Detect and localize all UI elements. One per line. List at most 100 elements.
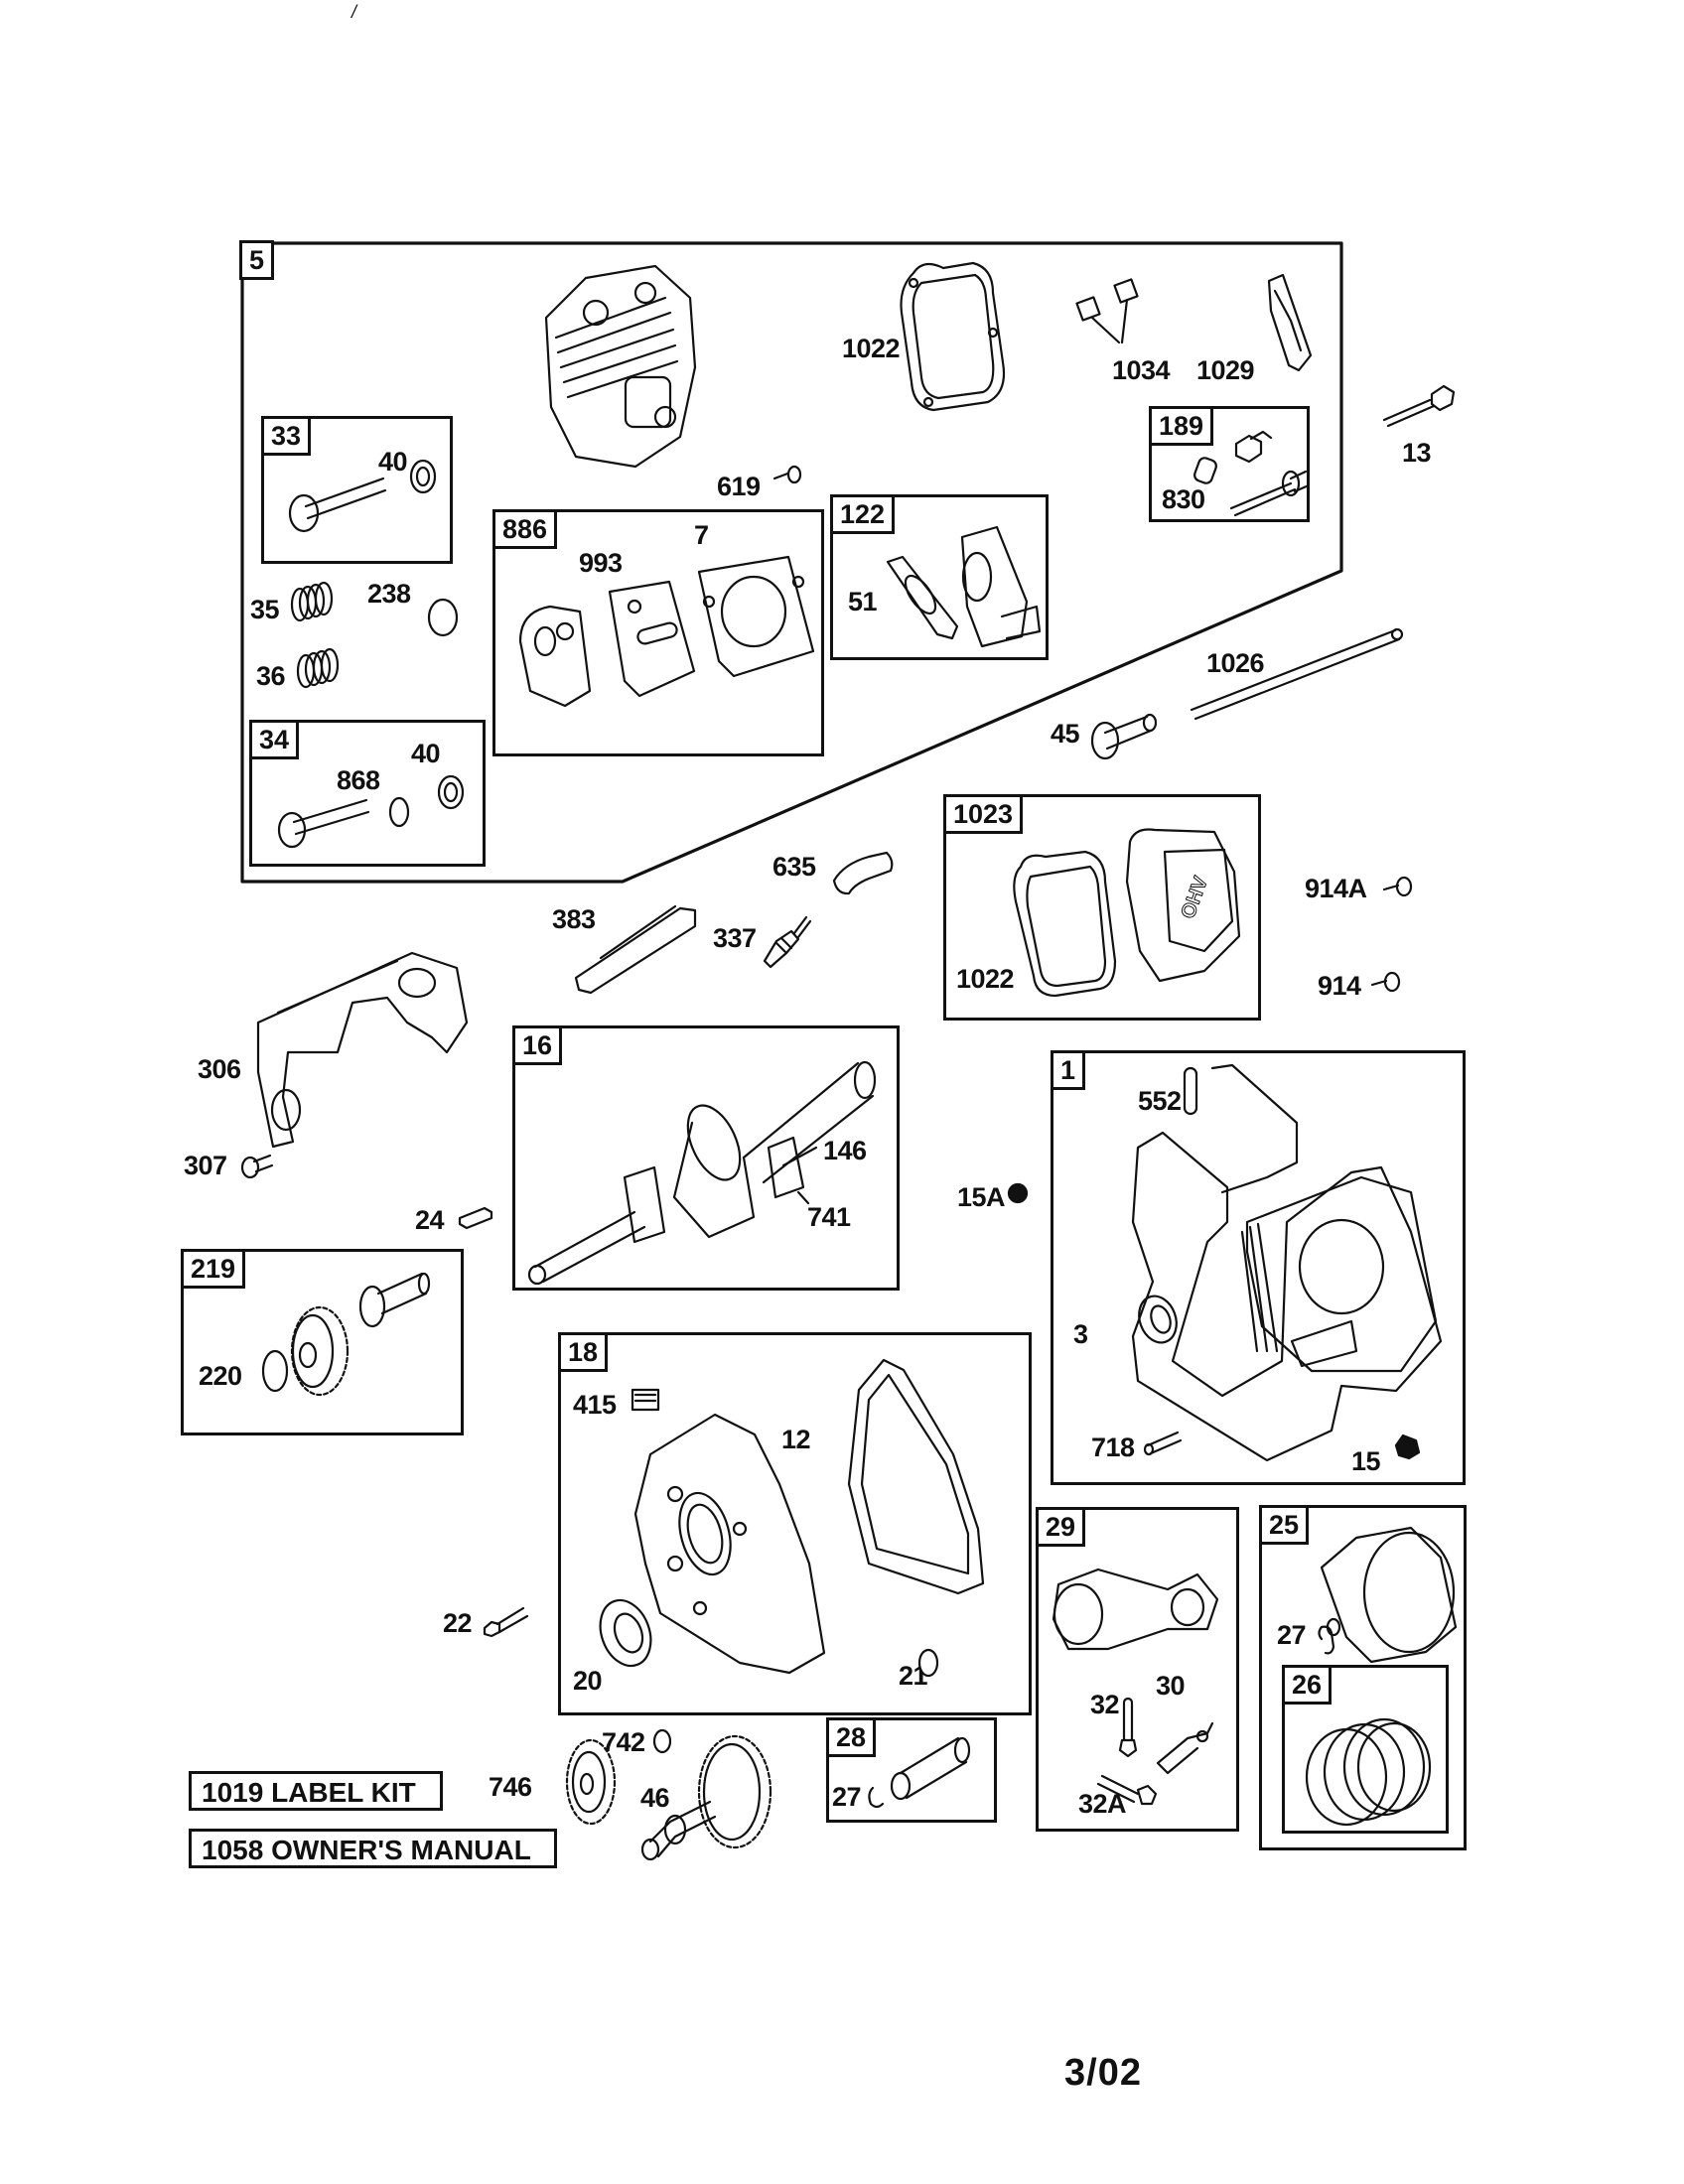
screw-914A-icon: [1382, 876, 1413, 897]
assembly-box-28: 28 27: [826, 1717, 997, 1823]
crank-key-icon: [458, 1206, 493, 1230]
assembly-tag-34: 34: [249, 720, 300, 759]
rocker-arm-icon: [1267, 273, 1313, 372]
exhaust-valve-icon: [277, 774, 465, 849]
part-label-45: 45: [1051, 719, 1080, 749]
label-kit-text: 1019 LABEL KIT: [202, 1777, 416, 1808]
assembly-tag-16: 16: [512, 1025, 563, 1065]
camshaft-icon: [640, 1734, 772, 1861]
assembly-box-1: 1 552 3 718 15: [1051, 1050, 1466, 1485]
part-label-27-piston: 27: [1277, 1620, 1307, 1650]
screw-22-icon: [483, 1606, 529, 1638]
assembly-tag-189: 189: [1149, 406, 1214, 446]
part-label-635: 635: [772, 852, 816, 882]
assembly-box-29: 29 32 30 32A: [1036, 1507, 1239, 1832]
part-label-3: 3: [1073, 1319, 1088, 1349]
part-label-220: 220: [199, 1361, 242, 1391]
crankcase-cover-icon: [599, 1358, 985, 1678]
screw-914-icon: [1370, 971, 1401, 993]
part-label-15A: 15A: [957, 1182, 1006, 1212]
assembly-tag-886: 886: [492, 509, 558, 549]
assembly-tag-1023: 1023: [943, 794, 1024, 834]
valve-cover-gasket-icon: [900, 261, 1006, 412]
assembly-tag-18: 18: [558, 1332, 609, 1372]
gear-746-icon: [565, 1738, 617, 1826]
part-label-868: 868: [337, 765, 380, 795]
rocker-nut-icon: [1075, 278, 1139, 344]
valve-cover-icon: OHV: [1013, 828, 1241, 998]
crankshaft-icon: [527, 1060, 877, 1286]
plug-15A-icon: [1007, 1182, 1029, 1204]
part-label-307: 307: [184, 1151, 227, 1180]
part-label-7: 7: [694, 520, 709, 550]
part-label-40-exhaust: 40: [411, 739, 441, 768]
cylinder-head-icon: [544, 264, 697, 469]
part-label-718: 718: [1091, 1433, 1135, 1462]
assembly-tag-29: 29: [1036, 1507, 1086, 1547]
part-label-306: 306: [198, 1054, 241, 1084]
head-bolt-icon: [1382, 384, 1456, 428]
part-label-415: 415: [573, 1390, 617, 1420]
part-label-1022-top: 1022: [842, 334, 901, 363]
part-label-619: 619: [717, 472, 761, 501]
assembly-tag-25: 25: [1259, 1505, 1310, 1545]
part-label-742: 742: [602, 1727, 645, 1757]
assembly-tag-5: 5: [239, 240, 275, 280]
part-label-30: 30: [1156, 1671, 1186, 1701]
assembly-tag-33: 33: [261, 416, 312, 456]
assembly-tag-1: 1: [1051, 1050, 1086, 1090]
assembly-tag-28: 28: [826, 1717, 877, 1757]
assembly-box-1023: 1023 1022 OHV: [943, 794, 1261, 1021]
part-label-741: 741: [807, 1202, 851, 1232]
assembly-box-34: 34 868 40: [249, 720, 486, 867]
assembly-box-18: 18 415 12 20 21: [558, 1332, 1032, 1715]
part-label-830: 830: [1162, 484, 1205, 514]
blower-housing-icon: [256, 951, 469, 1149]
part-label-914: 914: [1318, 971, 1361, 1001]
part-label-1026: 1026: [1206, 648, 1265, 678]
intake-valve-icon: [288, 459, 437, 533]
rocker-stud-icon: [1193, 430, 1311, 517]
assembly-box-16: 16 146 741: [512, 1025, 900, 1291]
assembly-box-122: 122 51: [830, 494, 1049, 660]
part-label-13: 13: [1402, 438, 1432, 468]
piston-pin-icon: [868, 1736, 971, 1809]
assembly-tag-26: 26: [1282, 1665, 1333, 1705]
part-label-35: 35: [250, 595, 280, 624]
piston-icon: [1318, 1526, 1458, 1664]
part-label-12: 12: [781, 1425, 811, 1454]
part-label-20: 20: [573, 1666, 603, 1696]
part-label-337: 337: [713, 923, 757, 953]
governor-gear-icon: [261, 1272, 431, 1397]
assembly-tag-219: 219: [181, 1249, 246, 1289]
part-label-1022-kit: 1022: [956, 964, 1015, 994]
part-label-51: 51: [848, 587, 878, 616]
spark-plug-icon: [763, 915, 812, 969]
assembly-tag-122: 122: [830, 494, 896, 534]
retainer-742-icon: [652, 1728, 672, 1754]
assembly-box-189: 189 830: [1149, 406, 1311, 522]
valve-spring-exhaust-icon: [296, 647, 340, 689]
assembly-box-219: 219 220: [181, 1249, 464, 1435]
part-label-383: 383: [552, 904, 596, 934]
tappet-icon: [1090, 713, 1158, 760]
part-label-238: 238: [367, 579, 411, 609]
corner-mark: /: [351, 2, 357, 22]
valve-spring-intake-icon: [290, 581, 334, 622]
push-rod-icon: [1190, 627, 1404, 721]
svg-text:OHV: OHV: [1178, 873, 1213, 921]
part-label-36: 36: [256, 661, 286, 691]
intake-adapter-icon: [886, 525, 1042, 648]
cylinder-block-icon: [1131, 1063, 1443, 1462]
connecting-rod-icon: [1052, 1568, 1219, 1806]
label-kit-box: 1019 LABEL KIT: [189, 1771, 443, 1811]
part-label-32A: 32A: [1078, 1789, 1127, 1819]
part-label-552: 552: [1138, 1086, 1182, 1116]
assembly-box-26: 26: [1282, 1665, 1449, 1834]
part-label-146: 146: [823, 1136, 867, 1165]
revision-date: 3/02: [1064, 2052, 1142, 2094]
part-label-914A: 914A: [1305, 874, 1367, 903]
part-label-15: 15: [1351, 1446, 1381, 1476]
